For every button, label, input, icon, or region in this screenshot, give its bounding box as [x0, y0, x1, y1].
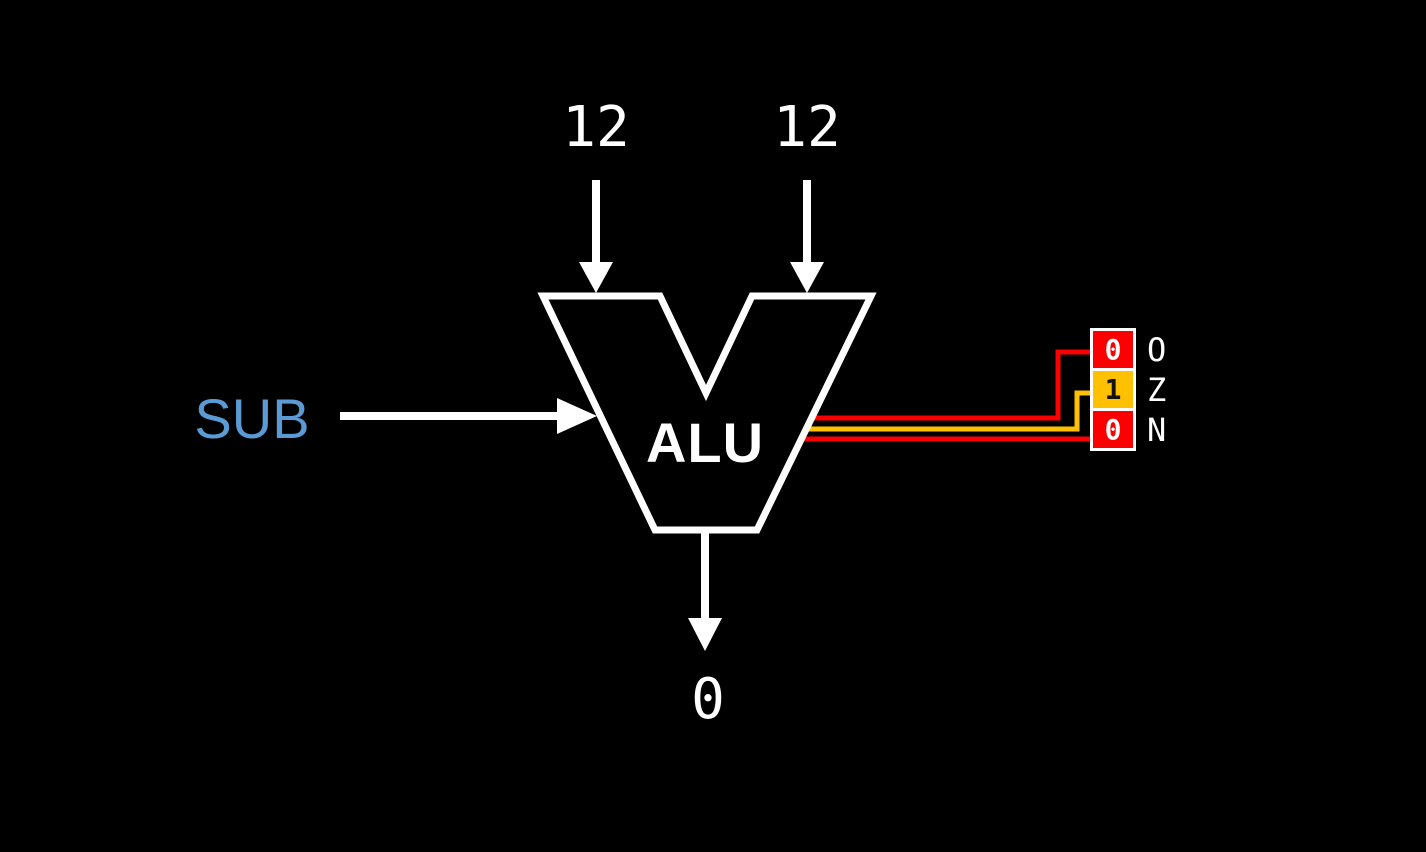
operation-label: SUB: [194, 387, 310, 450]
alu-label: ALU: [645, 411, 765, 474]
negative-flag-cell: 0: [1090, 408, 1136, 451]
zero-flag-cell: 1: [1090, 368, 1136, 411]
overflow-flag-label: O: [1147, 330, 1167, 369]
output-label: 0: [691, 667, 725, 732]
zero-flag-label: Z: [1147, 370, 1167, 409]
input-a-arrow: [579, 180, 613, 293]
input-b-arrow: [790, 180, 824, 293]
flag-register-stack: 0 1 0: [1090, 328, 1136, 451]
operation-arrow: [340, 398, 597, 434]
output-arrow: [688, 532, 722, 651]
overflow-flag-wire: [810, 349, 1096, 421]
flag-name-column: O Z N: [1147, 328, 1187, 451]
zero-flag-wire: [805, 390, 1096, 432]
negative-flag-label: N: [1147, 410, 1167, 449]
input-b-label: 12: [773, 95, 841, 160]
overflow-flag-cell: 0: [1090, 328, 1136, 371]
alu-shape: [537, 292, 877, 534]
input-a-label: 12: [562, 95, 630, 160]
